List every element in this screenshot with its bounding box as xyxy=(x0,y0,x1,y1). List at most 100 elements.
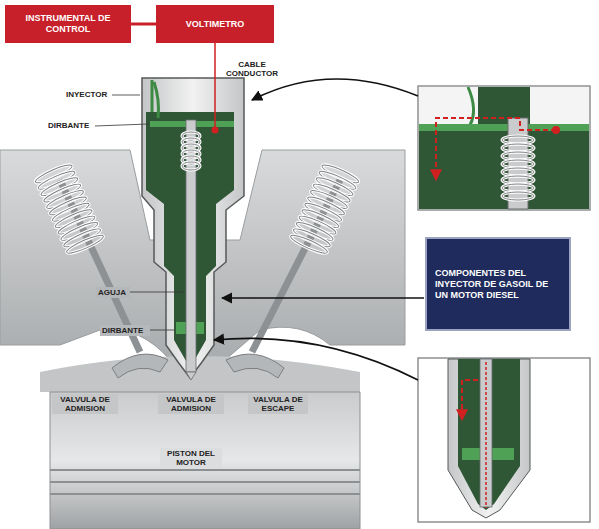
spring-coil xyxy=(39,175,79,199)
spring-coil xyxy=(57,213,97,237)
spring-coil xyxy=(42,181,82,205)
box-text: INSTRUMENTAL DE CONTROL xyxy=(13,13,123,35)
drawing-part xyxy=(419,124,589,131)
part-label: VALVULA DE ESCAPE xyxy=(248,394,308,414)
spring-coil xyxy=(312,181,352,205)
drawing-part xyxy=(252,180,340,352)
drawing-part xyxy=(530,87,589,125)
spring-coil xyxy=(306,194,346,218)
drawing-part xyxy=(142,78,244,378)
drawing-part xyxy=(462,380,478,420)
spring-coil xyxy=(320,162,360,186)
spring-coil xyxy=(502,192,534,200)
spring-coil xyxy=(312,181,352,205)
spring-coil xyxy=(320,162,360,186)
spring-coil xyxy=(65,232,105,256)
spring-coil xyxy=(298,213,338,237)
part-label: CABLE CONDUCTOR xyxy=(222,60,282,78)
spring-coil xyxy=(42,181,82,205)
spring-coil xyxy=(300,207,340,231)
drawing-part xyxy=(508,118,528,209)
part-label: AGUJA xyxy=(96,287,130,298)
drawing-part xyxy=(458,359,520,510)
spring-coil xyxy=(309,188,349,212)
spring-coil xyxy=(182,162,200,170)
spring-coil xyxy=(37,168,77,192)
drawing-part xyxy=(50,469,360,471)
spring-coil xyxy=(59,220,99,244)
box-text: VOLTIMETRO xyxy=(164,19,266,30)
drawing-part xyxy=(222,297,424,299)
spring-coil xyxy=(48,194,88,218)
valve-spring xyxy=(34,162,105,256)
spring-coil xyxy=(295,220,335,244)
drawing-part xyxy=(419,87,478,125)
spring-coil xyxy=(37,168,77,192)
drawing-part xyxy=(252,79,418,100)
drawing-part xyxy=(127,292,184,293)
spring-coil xyxy=(315,175,355,199)
drawing-part xyxy=(50,493,360,495)
spring-coil xyxy=(62,226,102,250)
spring-coil xyxy=(45,188,85,212)
drawing-part xyxy=(186,372,196,380)
spring-coil xyxy=(298,213,338,237)
drawing-part xyxy=(50,392,360,529)
part-label: VALVULA DE ADMISION xyxy=(158,394,224,414)
drawing-part xyxy=(436,118,556,180)
spring-coil xyxy=(315,175,355,199)
drawing-part xyxy=(212,127,219,134)
spring-coil xyxy=(62,226,102,250)
drawing-part xyxy=(552,126,560,134)
spring-coil xyxy=(309,188,349,212)
spring-coil xyxy=(306,194,346,218)
drawing-part xyxy=(418,358,590,522)
spring-coil xyxy=(51,200,91,224)
spring-coil xyxy=(54,207,94,231)
spring-coil xyxy=(289,232,329,256)
spring-coil xyxy=(292,226,332,250)
drawing-part xyxy=(480,359,492,507)
injector-body xyxy=(142,78,244,380)
piston xyxy=(50,392,360,529)
drawing-part xyxy=(468,87,474,125)
spring-coil xyxy=(48,194,88,218)
drawing-part xyxy=(151,80,154,112)
drawing-part xyxy=(502,136,534,200)
instrument-box: INSTRUMENTAL DE CONTROL xyxy=(5,5,131,43)
title-box: COMPONENTES DEL INYECTOR DE GASOIL DE UN… xyxy=(425,237,571,331)
box-text: COMPONENTES DEL INYECTOR DE GASOIL DE UN… xyxy=(435,268,561,301)
spring-coil xyxy=(502,192,534,200)
drawing-part xyxy=(226,354,284,378)
drawing-part xyxy=(154,82,159,118)
spring-coil xyxy=(303,200,343,224)
spring-coil xyxy=(54,207,94,231)
spring-coil xyxy=(292,226,332,250)
drawing-part xyxy=(485,362,487,508)
spring-coil xyxy=(318,168,358,192)
drawing-part xyxy=(418,86,590,210)
spring-coil xyxy=(318,168,358,192)
spring-coil xyxy=(57,213,97,237)
spring-coil xyxy=(303,200,343,224)
spring-coil xyxy=(65,232,105,256)
drawing-part xyxy=(112,354,168,378)
instrument-box: VOLTIMETRO xyxy=(156,5,274,43)
part-label: DIRBANTE xyxy=(48,121,94,130)
spring-coil xyxy=(34,162,74,186)
drawing-part xyxy=(419,87,589,209)
spring-coil xyxy=(51,200,91,224)
needle-spring xyxy=(182,132,200,170)
part-label: INYECTOR xyxy=(66,90,112,99)
spring-coil xyxy=(34,162,74,186)
drawing-part xyxy=(95,124,148,126)
part-label: PISTON DEL MOTOR xyxy=(160,448,222,468)
intake-valve xyxy=(60,180,168,378)
drawing-part xyxy=(214,42,216,128)
spring-coil xyxy=(45,188,85,212)
leader-arrow xyxy=(214,79,424,380)
spring-coil xyxy=(182,162,200,170)
part-label: VALVULA DE ADMISION xyxy=(52,394,118,414)
label-leader xyxy=(95,95,184,330)
spring-coil xyxy=(295,220,335,244)
